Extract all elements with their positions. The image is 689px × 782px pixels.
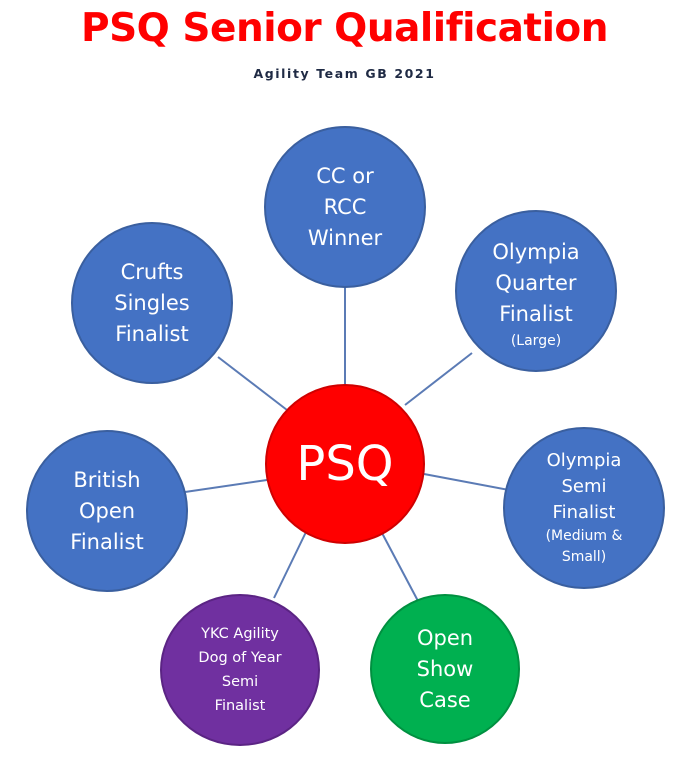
node-olympia-quarter-note: (Large)	[510, 332, 562, 349]
page-title: PSQ Senior Qualification	[81, 6, 609, 51]
node-crufts-singles-line-2: Singles	[114, 290, 190, 315]
node-ykc-agility-line-1: YKC Agility	[201, 626, 279, 642]
node-crufts-singles-line-3: Finalist	[115, 321, 189, 346]
node-crufts-singles-finalist: Crufts Singles Finalist	[71, 222, 233, 384]
node-olympia-semi-finalist: Olympia Semi Finalist (Medium & Small)	[503, 427, 665, 589]
connector-ykc-agility	[273, 531, 307, 599]
node-cc-rcc-line-3: Winner	[307, 225, 383, 250]
node-olympia-semi-note-1: (Medium &	[545, 528, 623, 544]
node-ykc-agility-line-4: Finalist	[214, 698, 266, 714]
node-british-open-line-3: Finalist	[70, 529, 144, 554]
center-node-psq: PSQ	[265, 384, 425, 544]
node-olympia-quarter-finalist: Olympia Quarter Finalist (Large)	[455, 210, 617, 372]
node-cc-rcc-winner: CC or RCC Winner	[264, 126, 426, 288]
center-node-label: PSQ	[296, 436, 394, 492]
node-crufts-singles-line-1: Crufts	[120, 259, 184, 284]
node-olympia-quarter-line-2: Quarter	[495, 270, 577, 295]
node-open-show-case-line-3: Case	[419, 687, 471, 712]
node-olympia-semi-note-2: Small)	[561, 549, 607, 565]
node-british-open-finalist: British Open Finalist	[26, 430, 188, 592]
node-ykc-agility-line-3: Semi	[221, 674, 259, 690]
node-olympia-quarter-line-1: Olympia	[492, 239, 580, 264]
node-open-show-case-line-1: Open	[416, 625, 474, 650]
connector-crufts-singles	[217, 356, 288, 411]
node-open-show-case: Open Show Case	[370, 594, 520, 744]
connector-olympia-quarter	[404, 352, 473, 406]
node-ykc-agility-line-2: Dog of Year	[198, 650, 282, 666]
node-open-show-case-line-2: Show	[416, 656, 474, 681]
node-olympia-semi-line-2: Semi	[561, 476, 607, 497]
node-british-open-line-1: British	[73, 467, 141, 492]
page-subtitle: Agility Team GB 2021	[253, 66, 436, 81]
node-british-open-line-2: Open	[78, 498, 136, 523]
connector-open-show-case	[381, 532, 419, 602]
node-olympia-quarter-line-3: Finalist	[499, 301, 573, 326]
node-cc-rcc-line-1: CC or	[316, 163, 374, 188]
node-olympia-semi-line-1: Olympia	[546, 450, 622, 471]
node-ykc-agility-dog-of-year: YKC Agility Dog of Year Semi Finalist	[160, 594, 320, 746]
connector-british-open	[184, 479, 268, 493]
node-olympia-semi-line-3: Finalist	[552, 502, 616, 523]
connector-olympia-semi	[423, 473, 510, 491]
node-cc-rcc-line-2: RCC	[323, 194, 367, 219]
